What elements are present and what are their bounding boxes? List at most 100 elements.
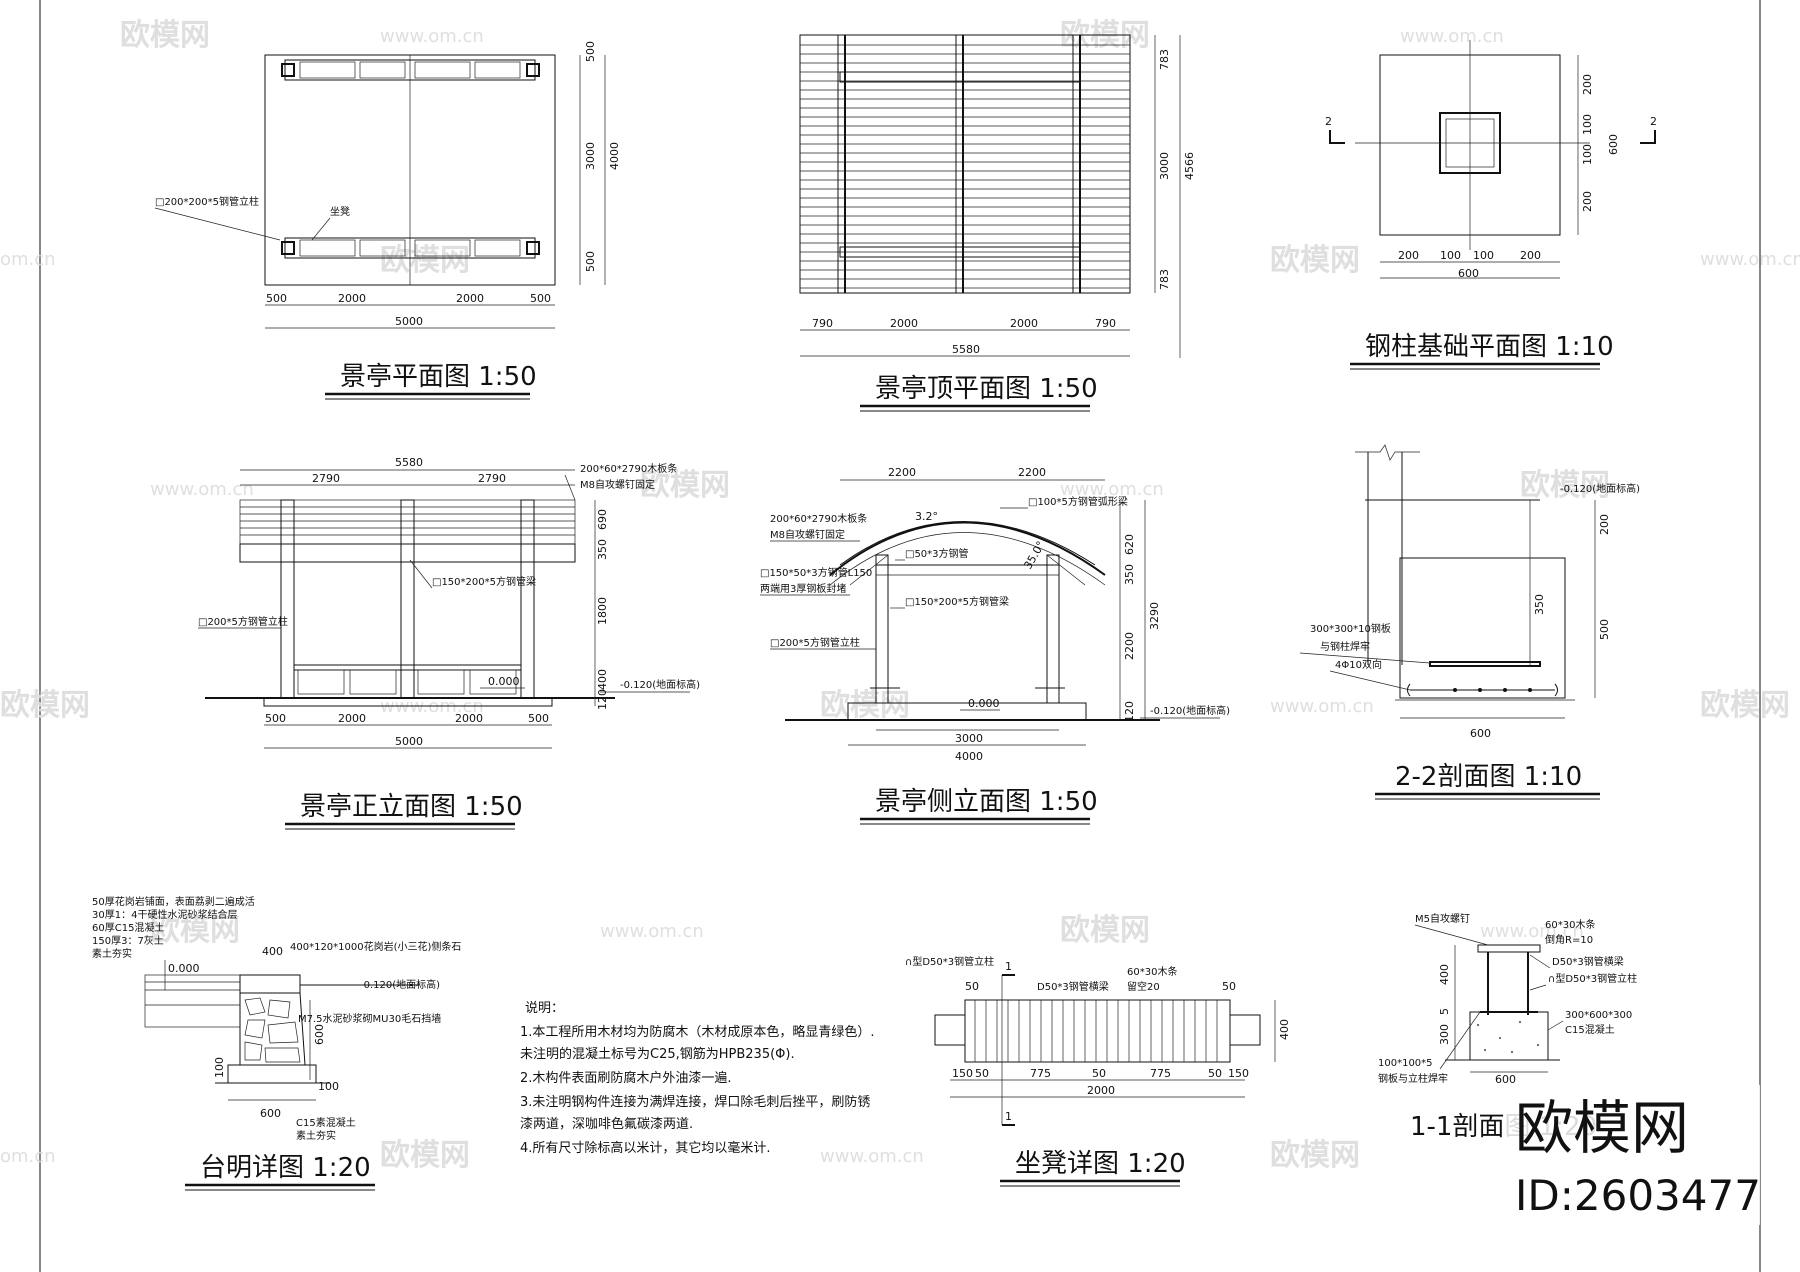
callout-label: 300*300*10钢板 [1310,622,1391,635]
dim-total: 4000 [955,750,983,763]
section-mark: 1 [1005,1110,1012,1123]
watermark-url: www.om.cn [820,1146,924,1167]
brand-stamp: 欧模网 ID:2603477 [1505,1085,1761,1225]
callout-label: C15混凝土 [1565,1023,1615,1036]
watermark-url: www.om.cn [1700,249,1800,270]
angle-label: 35.0° [1021,539,1047,571]
drawing-title: 景亭侧立面图 1:50 [875,787,1098,817]
dim-label: 50 [1222,980,1236,993]
notes-heading: 说明： [525,1001,564,1016]
dim-label: 790 [812,317,833,330]
dim-label: 620 [1123,534,1136,555]
watermark-brand: 欧模网 [380,243,470,278]
dim-label: 600 [313,1024,326,1045]
callout-label: □200*5方钢管立柱 [770,636,860,649]
note-line: 4.所有尺寸除标高以米计，其它均以毫米计. [520,1140,771,1156]
dim-label: 500 [530,292,551,305]
brand-logo-text: 欧模网 [1515,1094,1689,1162]
callout-label: 200*60*2790木板条 [580,462,677,475]
section-mark: 2 [1650,115,1657,128]
dim-label: 500 [584,251,597,272]
callout-label: □150*50*3方钢管L150 [760,566,872,579]
dim-label: 2000 [1010,317,1038,330]
dim-label: 200 [1398,249,1419,262]
callout-label: ∩型D50*3钢管立柱 [1548,972,1637,985]
dim-label: 100 [1473,249,1494,262]
dim-label: 500 [528,712,549,725]
watermark-url: www.om.cn [1270,696,1374,717]
dim-label: 2200 [1018,466,1046,479]
layer-note: 60厚C15混凝土 [92,921,164,934]
callout-label: 200*60*2790木板条 [770,512,867,525]
dim-label: 300 [1438,1024,1451,1045]
watermark-brand: 欧模网 [820,688,910,723]
brand-id-text: ID:2603477 [1515,1171,1761,1220]
dim-label: 100 [213,1057,226,1078]
bench-detail-drawing: 1 1 400 50 50 150 50 775 50 775 50 150 2… [905,955,1291,1187]
callout-label: D50*3钢管横梁 [1037,980,1109,993]
watermark-brand: 欧模网 [1270,243,1360,278]
dim-label: 2200 [888,466,916,479]
dim-total: 600 [1607,134,1620,155]
callout-label: □200*5方钢管立柱 [198,615,288,628]
callout-label: □150*200*5方钢管梁 [905,595,1009,608]
note-line: 3.未注明钢构件连接为满焊连接，焊口除毛刺后挫平，刷防锈 [520,1094,870,1110]
angle-label: 3.2° [915,510,938,523]
dim-total: 5580 [952,343,980,356]
watermark-brand: 欧模网 [1700,688,1790,723]
dim-label: 100 [1581,144,1594,165]
callout-label: M7.5水泥砂浆砌MU30毛石挡墙 [298,1012,441,1025]
watermark-url: om.cn [0,1146,56,1167]
dim-label: 200 [1581,191,1594,212]
dim-total: 4566 [1183,152,1196,180]
callout-label: 留空20 [1127,980,1160,993]
callout-label: ∩型D50*3钢管立柱 [905,955,994,968]
watermark-brand: 欧模网 [1520,468,1610,503]
dim-label: 400 [1438,964,1451,985]
drawing-title: 钢柱基础平面图 1:10 [1365,332,1614,362]
callout-label: □50*3方钢管 [905,547,969,560]
dim-label: 2000 [890,317,918,330]
dim-label: 500 [1598,619,1611,640]
callout-label: 400*120*1000花岗岩(小三花)侧条石 [290,940,461,953]
callout-label: 60*30木条 [1127,965,1177,978]
callout-label: M8自攻螺钉固定 [580,478,655,491]
level-label: 0.000 [488,675,520,688]
drawing-title: 景亭正立面图 1:50 [300,792,523,822]
dim-label: 200 [1520,249,1541,262]
front-elevation-drawing: 0.000 -0.120(地面标高) 5580 2790 2790 690 35… [198,456,700,830]
callout-label: 60*30木条 [1545,918,1595,931]
dim-label: 2200 [1123,632,1136,660]
dim-label: 100 [1440,249,1461,262]
dim-label: 790 [1095,317,1116,330]
drawing-title: 景亭平面图 1:50 [340,362,537,392]
dim-total: 2000 [1087,1084,1115,1097]
plan-drawing: 500 3000 500 4000 500 2000 2000 500 5000… [154,41,621,400]
dim-label: 120 [596,689,609,710]
drawing-title: 台明详图 1:20 [200,1153,371,1183]
callout-label: 倒角R=10 [1545,934,1593,946]
callout-label: 300*600*300 [1565,1010,1632,1021]
dim-label: 775 [1150,1067,1171,1080]
dim-label: 50 [1092,1067,1106,1080]
dim-label: 2790 [478,472,506,485]
level-label: -0.120(地面标高) [1560,482,1640,495]
dim-label: 100 [1581,114,1594,135]
note-line: 未注明的混凝土标号为C25,钢筋为HPB235(Φ). [520,1046,795,1062]
notes-block: 说明： 1.本工程所用木材均为防腐木（木材成原本色，略显青绿色）. 未注明的混凝… [520,1001,875,1156]
dim-total: 4000 [608,142,621,170]
callout-label: 素土夯实 [296,1129,336,1142]
callout-label: □100*5方钢管弧形梁 [1028,495,1128,508]
watermark-brand: 欧模网 [1270,1138,1360,1173]
dim-label: 500 [584,41,597,62]
watermark-brand: 欧模网 [0,688,90,723]
dim-label: 783 [1158,269,1171,290]
level-label: 0.000 [168,962,200,975]
dim-label: 350 [1533,594,1546,615]
section-mark: 1 [1005,960,1012,973]
watermark-url: www.om.cn [1480,921,1584,942]
drawing-title: 坐凳详图 1:20 [1015,1149,1186,1179]
dim-label: 1800 [596,597,609,625]
watermark-brand: 欧模网 [150,913,240,948]
dim-label: 3000 [1158,152,1171,180]
